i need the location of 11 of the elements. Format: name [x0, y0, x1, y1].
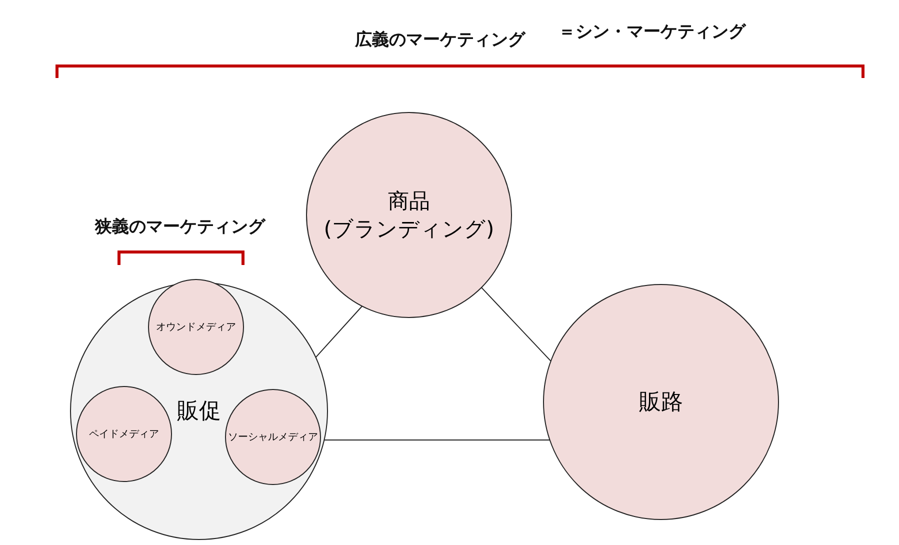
bracket-label: ＝シン・マーケティング [558, 21, 746, 43]
node-label: ソーシャルメディア [228, 431, 318, 444]
connector-line [314, 304, 364, 360]
node-label: オウンドメディア [156, 321, 236, 334]
bracket-label: 広義のマーケティング [355, 29, 525, 51]
bracket-label: 狭義のマーケティング [95, 216, 265, 238]
node-label: 販促 [177, 398, 221, 426]
node-label: 商品 (ブランディング) [324, 188, 494, 243]
node-label: 販路 [639, 389, 683, 417]
connector-line [480, 286, 552, 363]
node-label: ペイドメディア [89, 428, 159, 441]
